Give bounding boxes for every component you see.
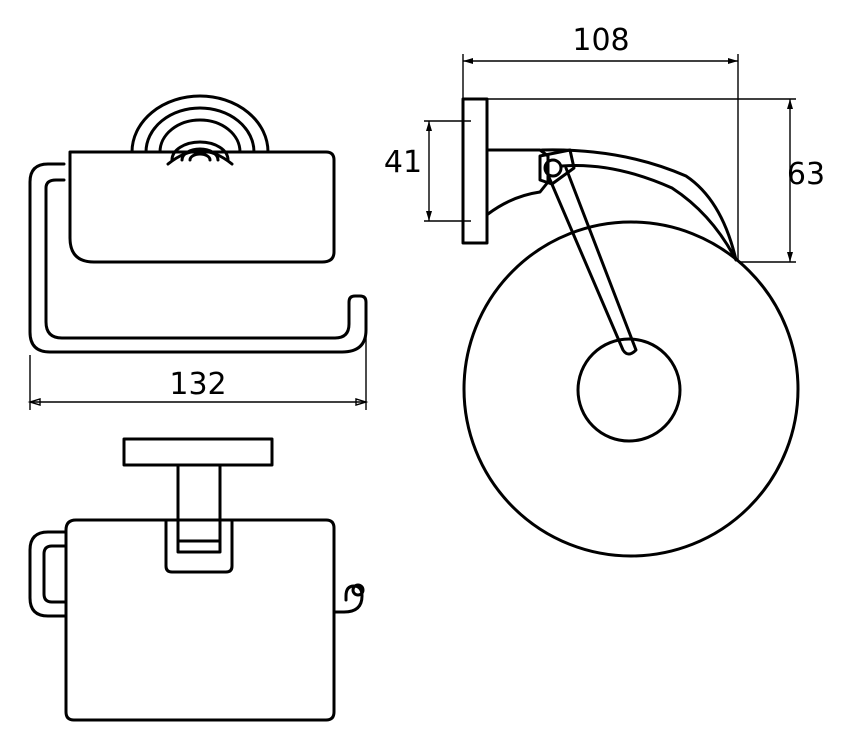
front-cover-flap — [68, 150, 336, 264]
front-view: 132 — [27, 94, 369, 410]
width-dimension-label: 132 — [169, 367, 226, 402]
side-spindle — [546, 166, 638, 356]
top-bracket — [164, 518, 234, 574]
top-wall-plate — [122, 437, 274, 467]
mount-dimension-label: 41 — [384, 145, 422, 180]
top-cover-flap — [64, 518, 336, 722]
side-view: 108 63 41 — [384, 23, 825, 558]
top-rod-right — [332, 584, 364, 614]
top-view — [28, 437, 365, 722]
top-rod-left — [28, 530, 68, 618]
side-arm-body — [485, 148, 550, 216]
side-cover-flap — [540, 148, 738, 262]
front-rosette — [130, 94, 270, 154]
height-dimension-label: 63 — [787, 157, 825, 192]
top-neck — [176, 463, 222, 543]
depth-dimension-label: 108 — [572, 23, 629, 58]
side-pivot — [538, 148, 576, 186]
side-roll-core — [576, 337, 682, 443]
side-wall-plate — [461, 97, 489, 245]
front-paper-rod — [28, 162, 368, 354]
side-paper-roll — [462, 220, 800, 558]
